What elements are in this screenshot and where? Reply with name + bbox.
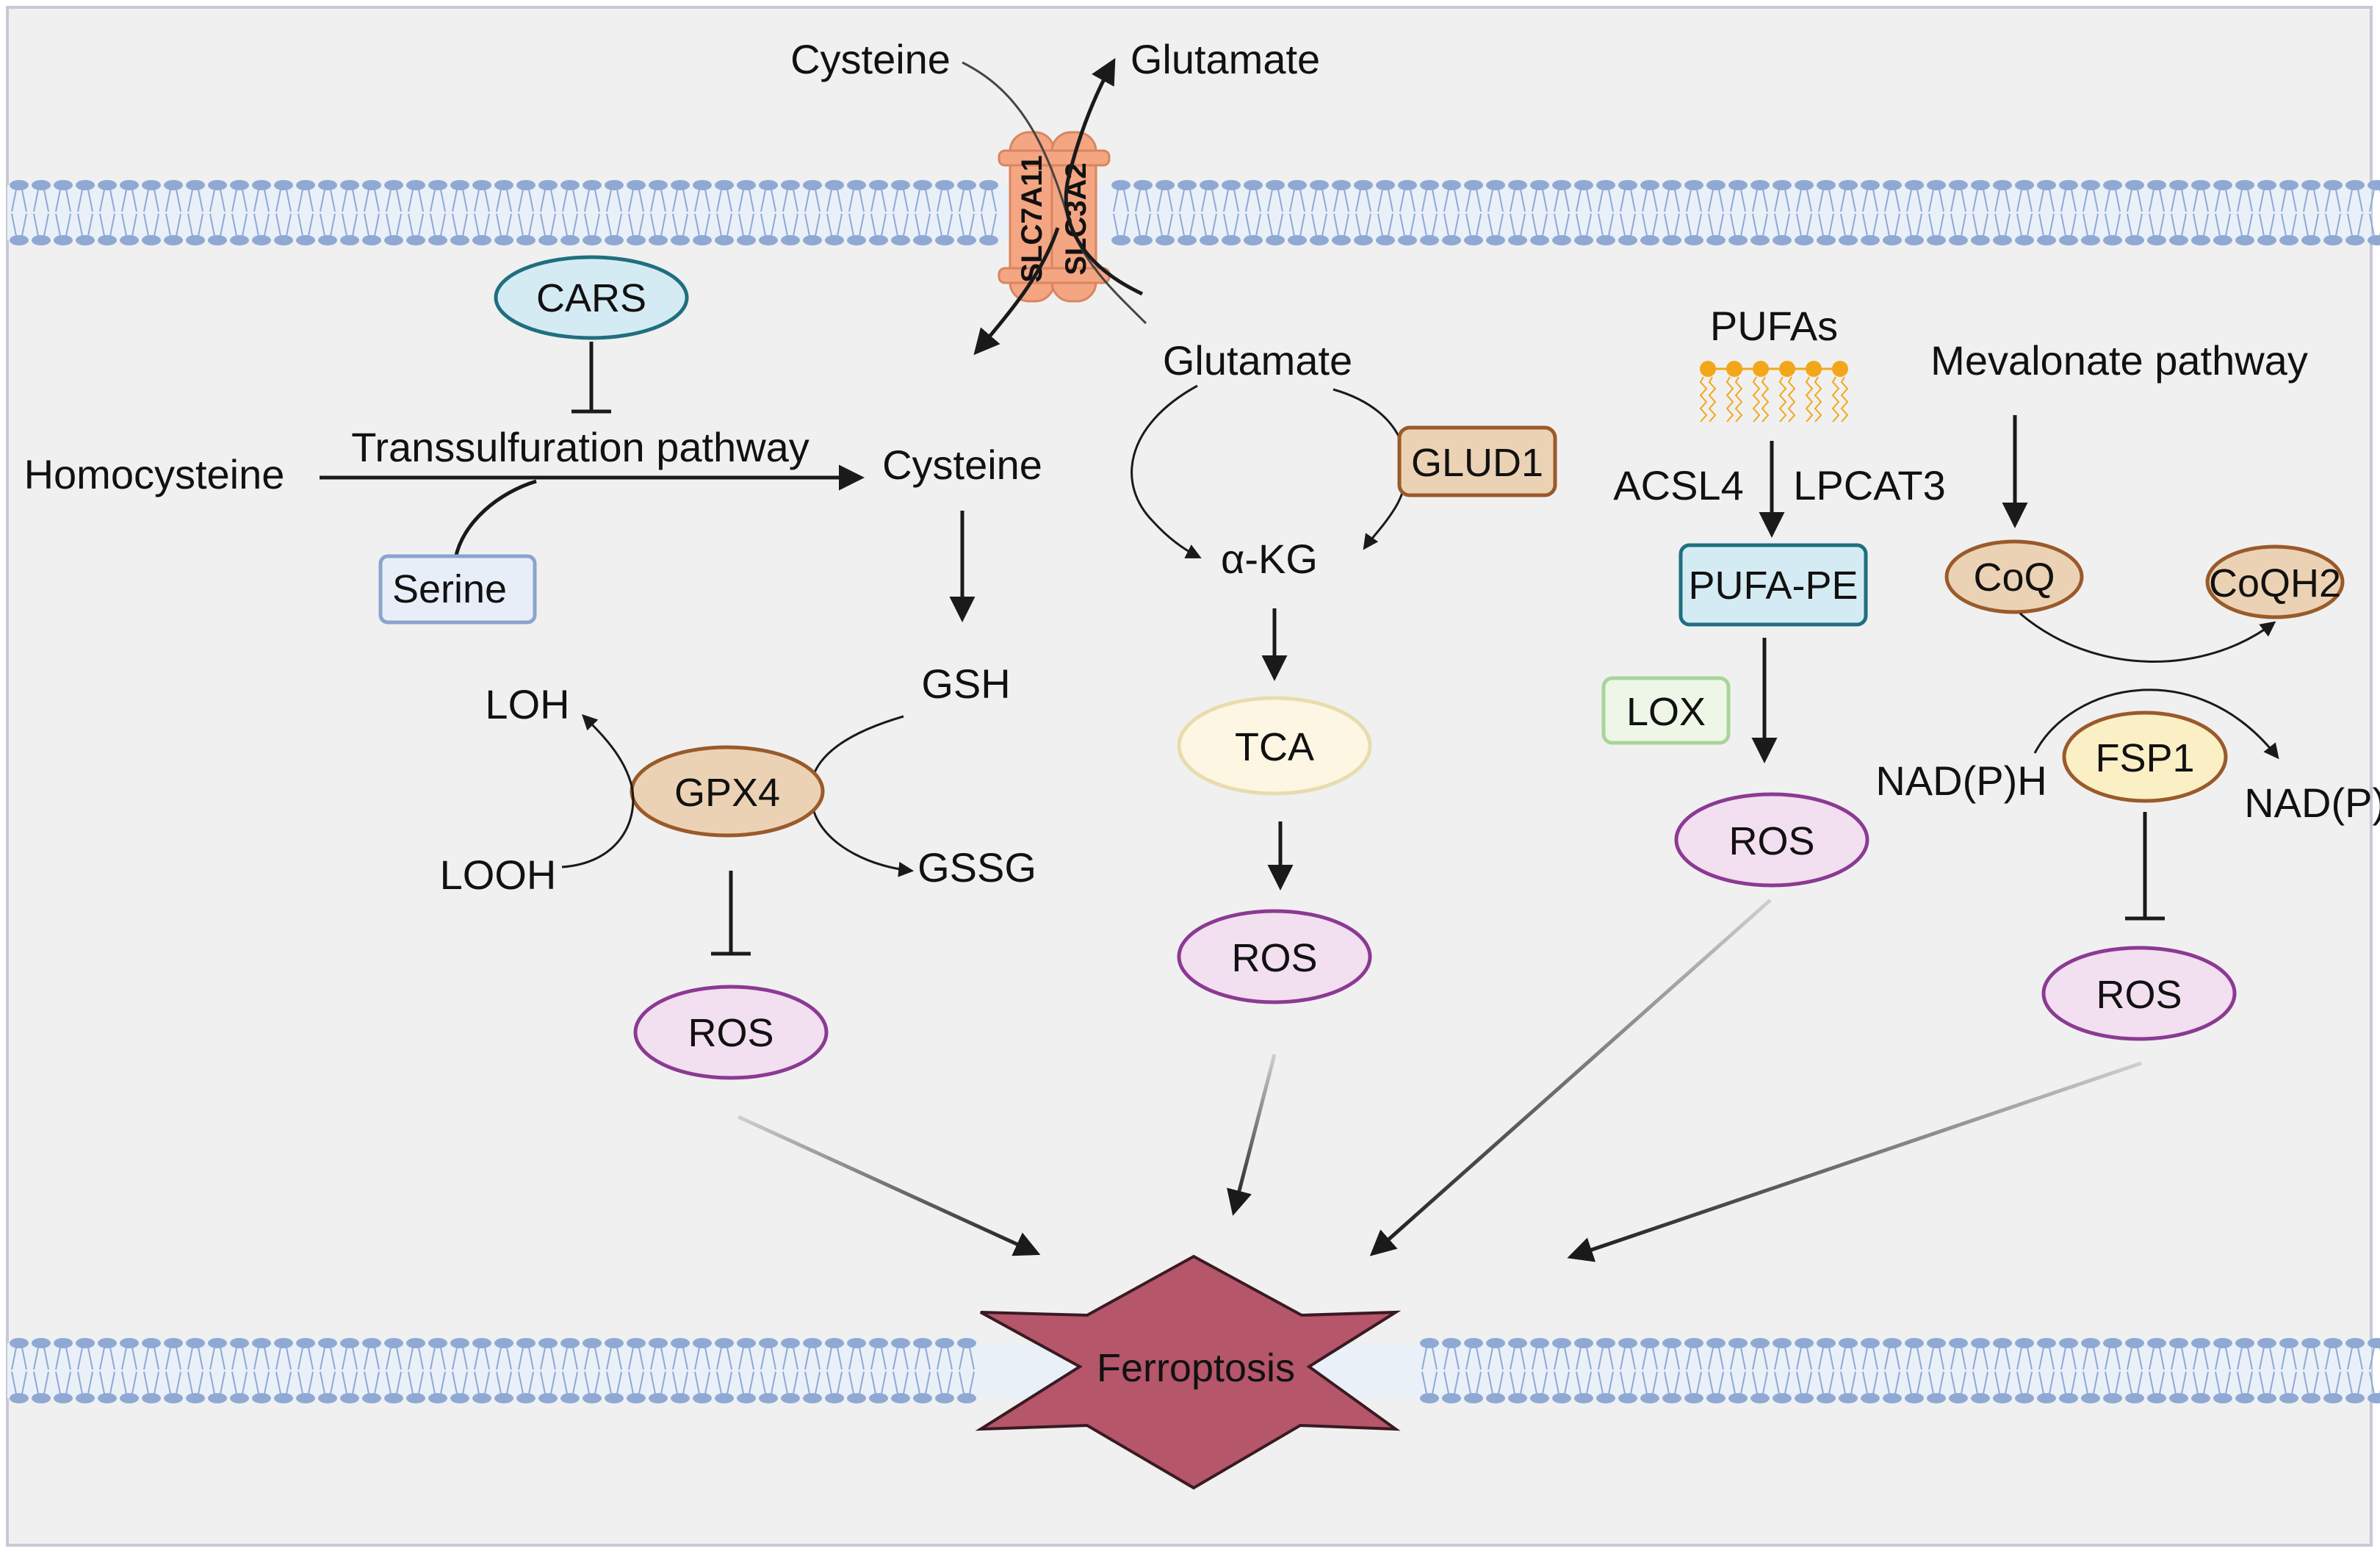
ros-label-fsp1: ROS: [2096, 973, 2182, 1017]
akg-label: α-KG: [1221, 536, 1318, 582]
slc3a2-subunit: [1050, 131, 1097, 303]
pufa-lipid-icon: [1699, 361, 1849, 422]
nadph-label: NAD(P)H: [1875, 758, 2047, 804]
coq-to-coqh2-arrow: [2019, 612, 2276, 663]
gpx4-label: GPX4: [674, 771, 780, 815]
looh-to-loh-arrow: [561, 714, 635, 868]
fsp1-node: [2062, 711, 2228, 803]
serine-node: [378, 554, 537, 625]
gssg-label: GSSG: [917, 844, 1036, 891]
ros-node-fsp1: [2041, 946, 2237, 1041]
cars-node: [494, 255, 689, 340]
cell-membrane-top: [7, 180, 2380, 245]
ros-tca-to-ferroptosis-arrow: [1227, 1054, 1277, 1216]
tca-node: [1177, 696, 1372, 796]
coqh2-node: [2205, 544, 2345, 619]
glutamate-extracellular-label: Glutamate: [1130, 36, 1320, 82]
lox-node: [1601, 676, 1731, 745]
ros-label-tca: ROS: [1231, 936, 1317, 980]
mevalonate-label: Mevalonate pathway: [1930, 337, 2308, 384]
homocysteine-label: Homocysteine: [24, 451, 285, 497]
coq-node: [1944, 539, 2084, 614]
ferroptosis-label: Ferroptosis: [1097, 1346, 1295, 1390]
serine-label: Serine: [392, 567, 507, 611]
ros-label-gpx4: ROS: [688, 1011, 774, 1055]
nadph-to-nadp-arrow: [2033, 688, 2279, 760]
lox-label: LOX: [1626, 690, 1706, 734]
lpcat3-label: LPCAT3: [1793, 462, 1945, 508]
ros-label-pufa: ROS: [1728, 819, 1814, 863]
cysteine-extracellular-label: Cysteine: [790, 36, 951, 82]
coq-label: CoQ: [1973, 555, 2055, 600]
nadp-label: NAD(P)+: [2244, 780, 2380, 826]
pufa-pe-node: [1678, 543, 1868, 627]
tca-label: TCA: [1235, 725, 1314, 769]
glutamate-intracellular-label: Glutamate: [1163, 337, 1352, 384]
cars-label: CARS: [536, 276, 646, 320]
looh-label: LOOH: [440, 852, 557, 898]
pufas-label: PUFAs: [1710, 303, 1838, 349]
ros-node-gpx4: [633, 985, 829, 1080]
ros-fsp1-to-ferroptosis-arrow: [1567, 1061, 2142, 1262]
gsh-label: GSH: [921, 661, 1010, 707]
glutamate-export-arrow: [1064, 57, 1144, 296]
acsl4-label: ACSL4: [1613, 462, 1743, 508]
ros-node-pufa: [1674, 792, 1869, 888]
ros-gpx4-to-ferroptosis-arrow: [737, 1115, 1041, 1256]
glutamate-to-akg-arrow-left: [1130, 384, 1202, 558]
coqh2-label: CoQH2: [2209, 561, 2341, 605]
serine-input-line: [453, 479, 537, 559]
ros-node-tca: [1177, 909, 1372, 1004]
cysteine-import-arrow: [973, 227, 1060, 356]
transsulfuration-label: Transsulfuration pathway: [351, 424, 809, 470]
transporter-system-xc: SLC7A11 SLC3A2: [998, 131, 1111, 303]
loh-label: LOH: [485, 681, 569, 727]
ferroptosis-node: Ferroptosis: [975, 1254, 1402, 1490]
cysteine-intracellular-label: Cysteine: [882, 442, 1042, 488]
ros-pufa-to-ferroptosis-arrow: [1369, 899, 1772, 1256]
glud1-node: [1397, 425, 1557, 497]
glud1-label: GLUD1: [1411, 441, 1543, 485]
pufa-pe-label: PUFA-PE: [1688, 564, 1858, 608]
fsp1-label: FSP1: [2095, 736, 2194, 780]
